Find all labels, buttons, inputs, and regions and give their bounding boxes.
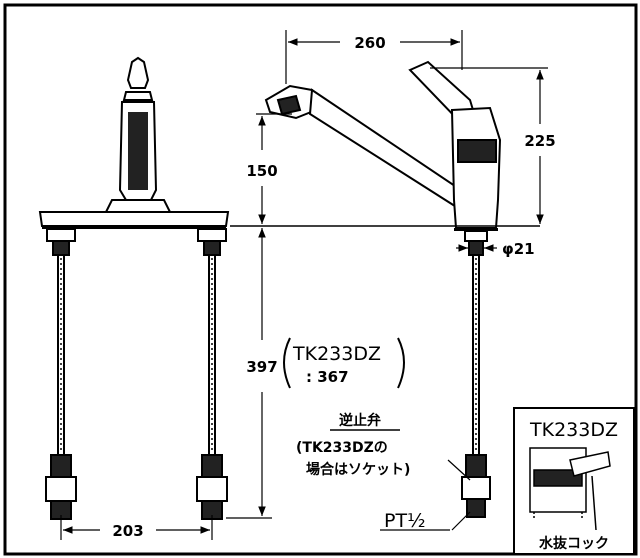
body-neck — [104, 199, 172, 213]
body-band — [457, 139, 497, 163]
dim-hose-alt-model: TK233DZ — [292, 343, 381, 365]
lever-knob — [126, 56, 150, 89]
thread-spec: PT½ — [384, 510, 425, 532]
front-view — [38, 56, 230, 520]
side-fitting-nut — [461, 476, 491, 500]
inset-panel: TK233DZ 水抜コック — [513, 407, 635, 555]
side-fitting — [465, 454, 487, 478]
right-fitting-nut — [196, 476, 228, 502]
right-mount-nut — [197, 228, 227, 242]
side-view — [264, 60, 502, 518]
drawing-frame — [3, 3, 638, 556]
check-valve-note-line1: (TK233DZの — [296, 440, 388, 456]
inset-drain-cock-label: 水抜コック — [539, 535, 609, 552]
side-mount-nut — [464, 230, 488, 242]
left-fitting — [50, 454, 72, 478]
dim-mount-spacing: 203 — [112, 522, 143, 540]
left-fitting-nut — [45, 476, 77, 502]
inset-model: TK233DZ — [529, 419, 618, 441]
lever-collar — [122, 91, 154, 101]
side-mount-stem — [468, 240, 484, 256]
dim-hose-alt-value: : 367 — [306, 368, 349, 386]
check-valve-note-line2: 場合はソケット) — [306, 461, 410, 478]
dim-hose-length: 397 — [246, 358, 277, 376]
inset-drain-cock — [569, 451, 611, 477]
base-plate — [38, 211, 230, 227]
side-body — [450, 106, 502, 229]
dim-body-height: 225 — [524, 132, 555, 150]
lever-shadow — [128, 112, 148, 190]
base-underside — [42, 226, 226, 229]
side-fitting-end — [466, 498, 486, 518]
spout-aerator — [276, 94, 302, 116]
check-valve-title: 逆止弁 — [339, 412, 381, 429]
dim-spout-reach: 260 — [354, 34, 385, 52]
left-mount-nut — [46, 228, 76, 242]
dim-spout-height: 150 — [246, 162, 277, 180]
left-mount-stem — [52, 240, 70, 256]
right-mount-stem — [203, 240, 221, 256]
dim-pipe-diameter: φ21 — [502, 240, 535, 258]
right-fitting — [201, 454, 223, 478]
spout-arm — [308, 88, 459, 210]
dimension-lines — [60, 30, 548, 540]
